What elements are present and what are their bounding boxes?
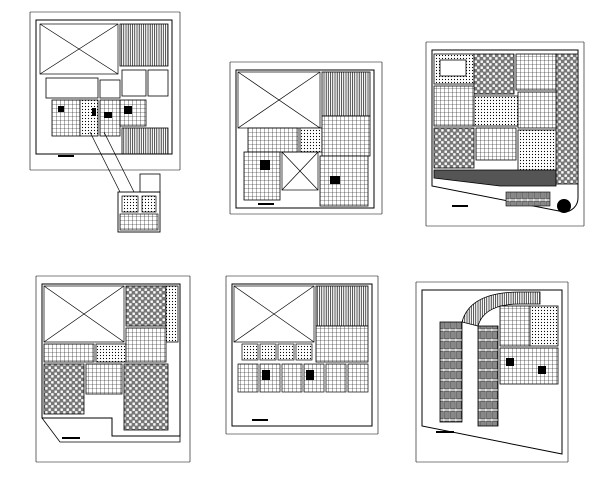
roof-hatch-lower xyxy=(121,127,169,155)
curved-ramp xyxy=(461,291,541,327)
floor-plan-2 xyxy=(229,61,383,215)
lot-outline xyxy=(421,289,563,455)
open-void-cross xyxy=(39,23,119,75)
annex-connector xyxy=(89,131,135,193)
open-void-cross xyxy=(233,285,315,343)
unit-row-lower xyxy=(237,363,369,393)
central-atrium-cross xyxy=(281,151,319,191)
roof-hatch-area xyxy=(315,285,369,327)
parking-strip xyxy=(505,191,551,207)
open-void-cross xyxy=(43,285,125,343)
round-corner-feature xyxy=(557,199,571,213)
parking-bay-long xyxy=(439,321,463,423)
unit-row-upper xyxy=(241,343,313,361)
open-void-cross xyxy=(237,71,321,129)
floor-plan-3 xyxy=(425,41,585,227)
roof-hatch-area xyxy=(321,71,371,117)
floor-plan-4 xyxy=(35,275,191,463)
core-rooms xyxy=(51,99,147,137)
site-edge xyxy=(41,417,181,443)
dimension-ticks xyxy=(29,11,181,171)
roof-hatch-area xyxy=(119,23,169,67)
floor-plan-5 xyxy=(225,275,379,435)
floor-plan-1 xyxy=(29,11,181,233)
floor-plan-6 xyxy=(415,281,569,463)
